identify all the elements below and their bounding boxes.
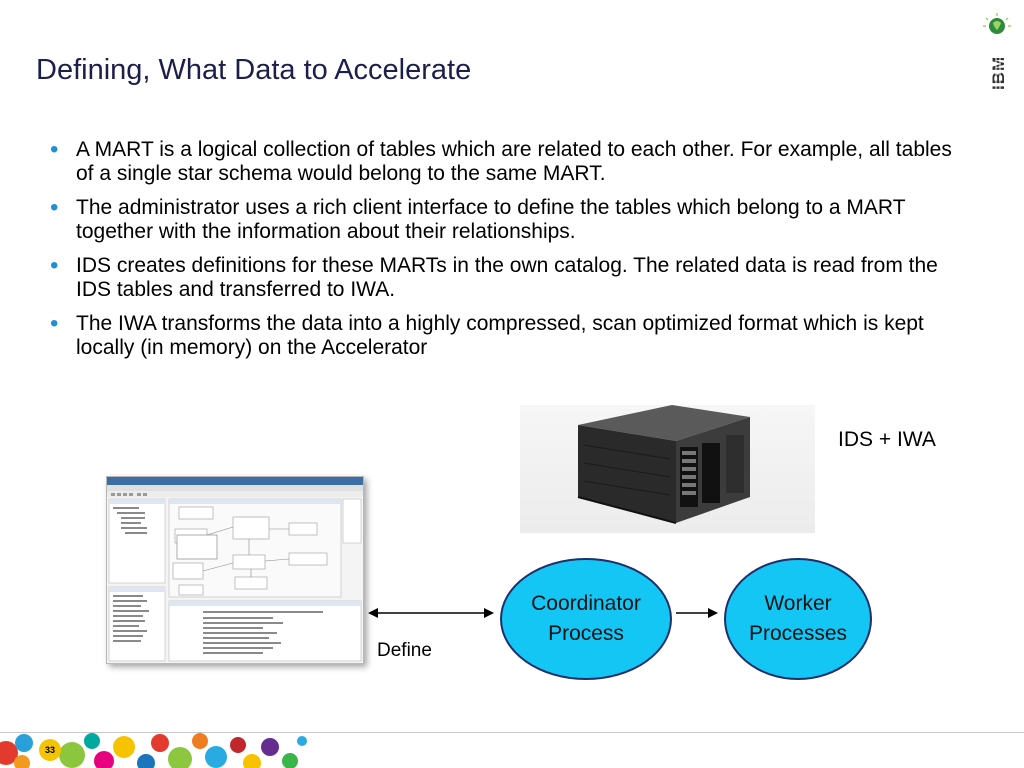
footer-divider xyxy=(0,732,1024,733)
define-label: Define xyxy=(377,640,432,661)
footer-decoration xyxy=(0,733,307,768)
coordinator-process-label: Coordinator Process xyxy=(531,592,641,645)
bullet-item: IDS creates definitions for these MARTs … xyxy=(50,254,970,302)
server-label: IDS + IWA xyxy=(838,428,936,451)
bullet-list: A MART is a logical collection of tables… xyxy=(50,138,970,370)
client-tool-screenshot xyxy=(106,476,364,664)
ibm-logo: IBM xyxy=(983,13,1011,90)
coordinator-process-node: Coordinator Process xyxy=(500,558,672,680)
worker-processes-node: Worker Processes xyxy=(724,558,872,680)
page-number: 33 xyxy=(39,739,61,761)
slide-title: Defining, What Data to Accelerate xyxy=(36,54,472,86)
server-image xyxy=(520,405,815,533)
bullet-item: The IWA transforms the data into a highl… xyxy=(50,312,970,360)
bullet-item: A MART is a logical collection of tables… xyxy=(50,138,970,186)
bullet-item: The administrator uses a rich client int… xyxy=(50,196,970,244)
worker-processes-label: Worker Processes xyxy=(748,592,848,645)
svg-text:IBM: IBM xyxy=(989,56,1008,90)
